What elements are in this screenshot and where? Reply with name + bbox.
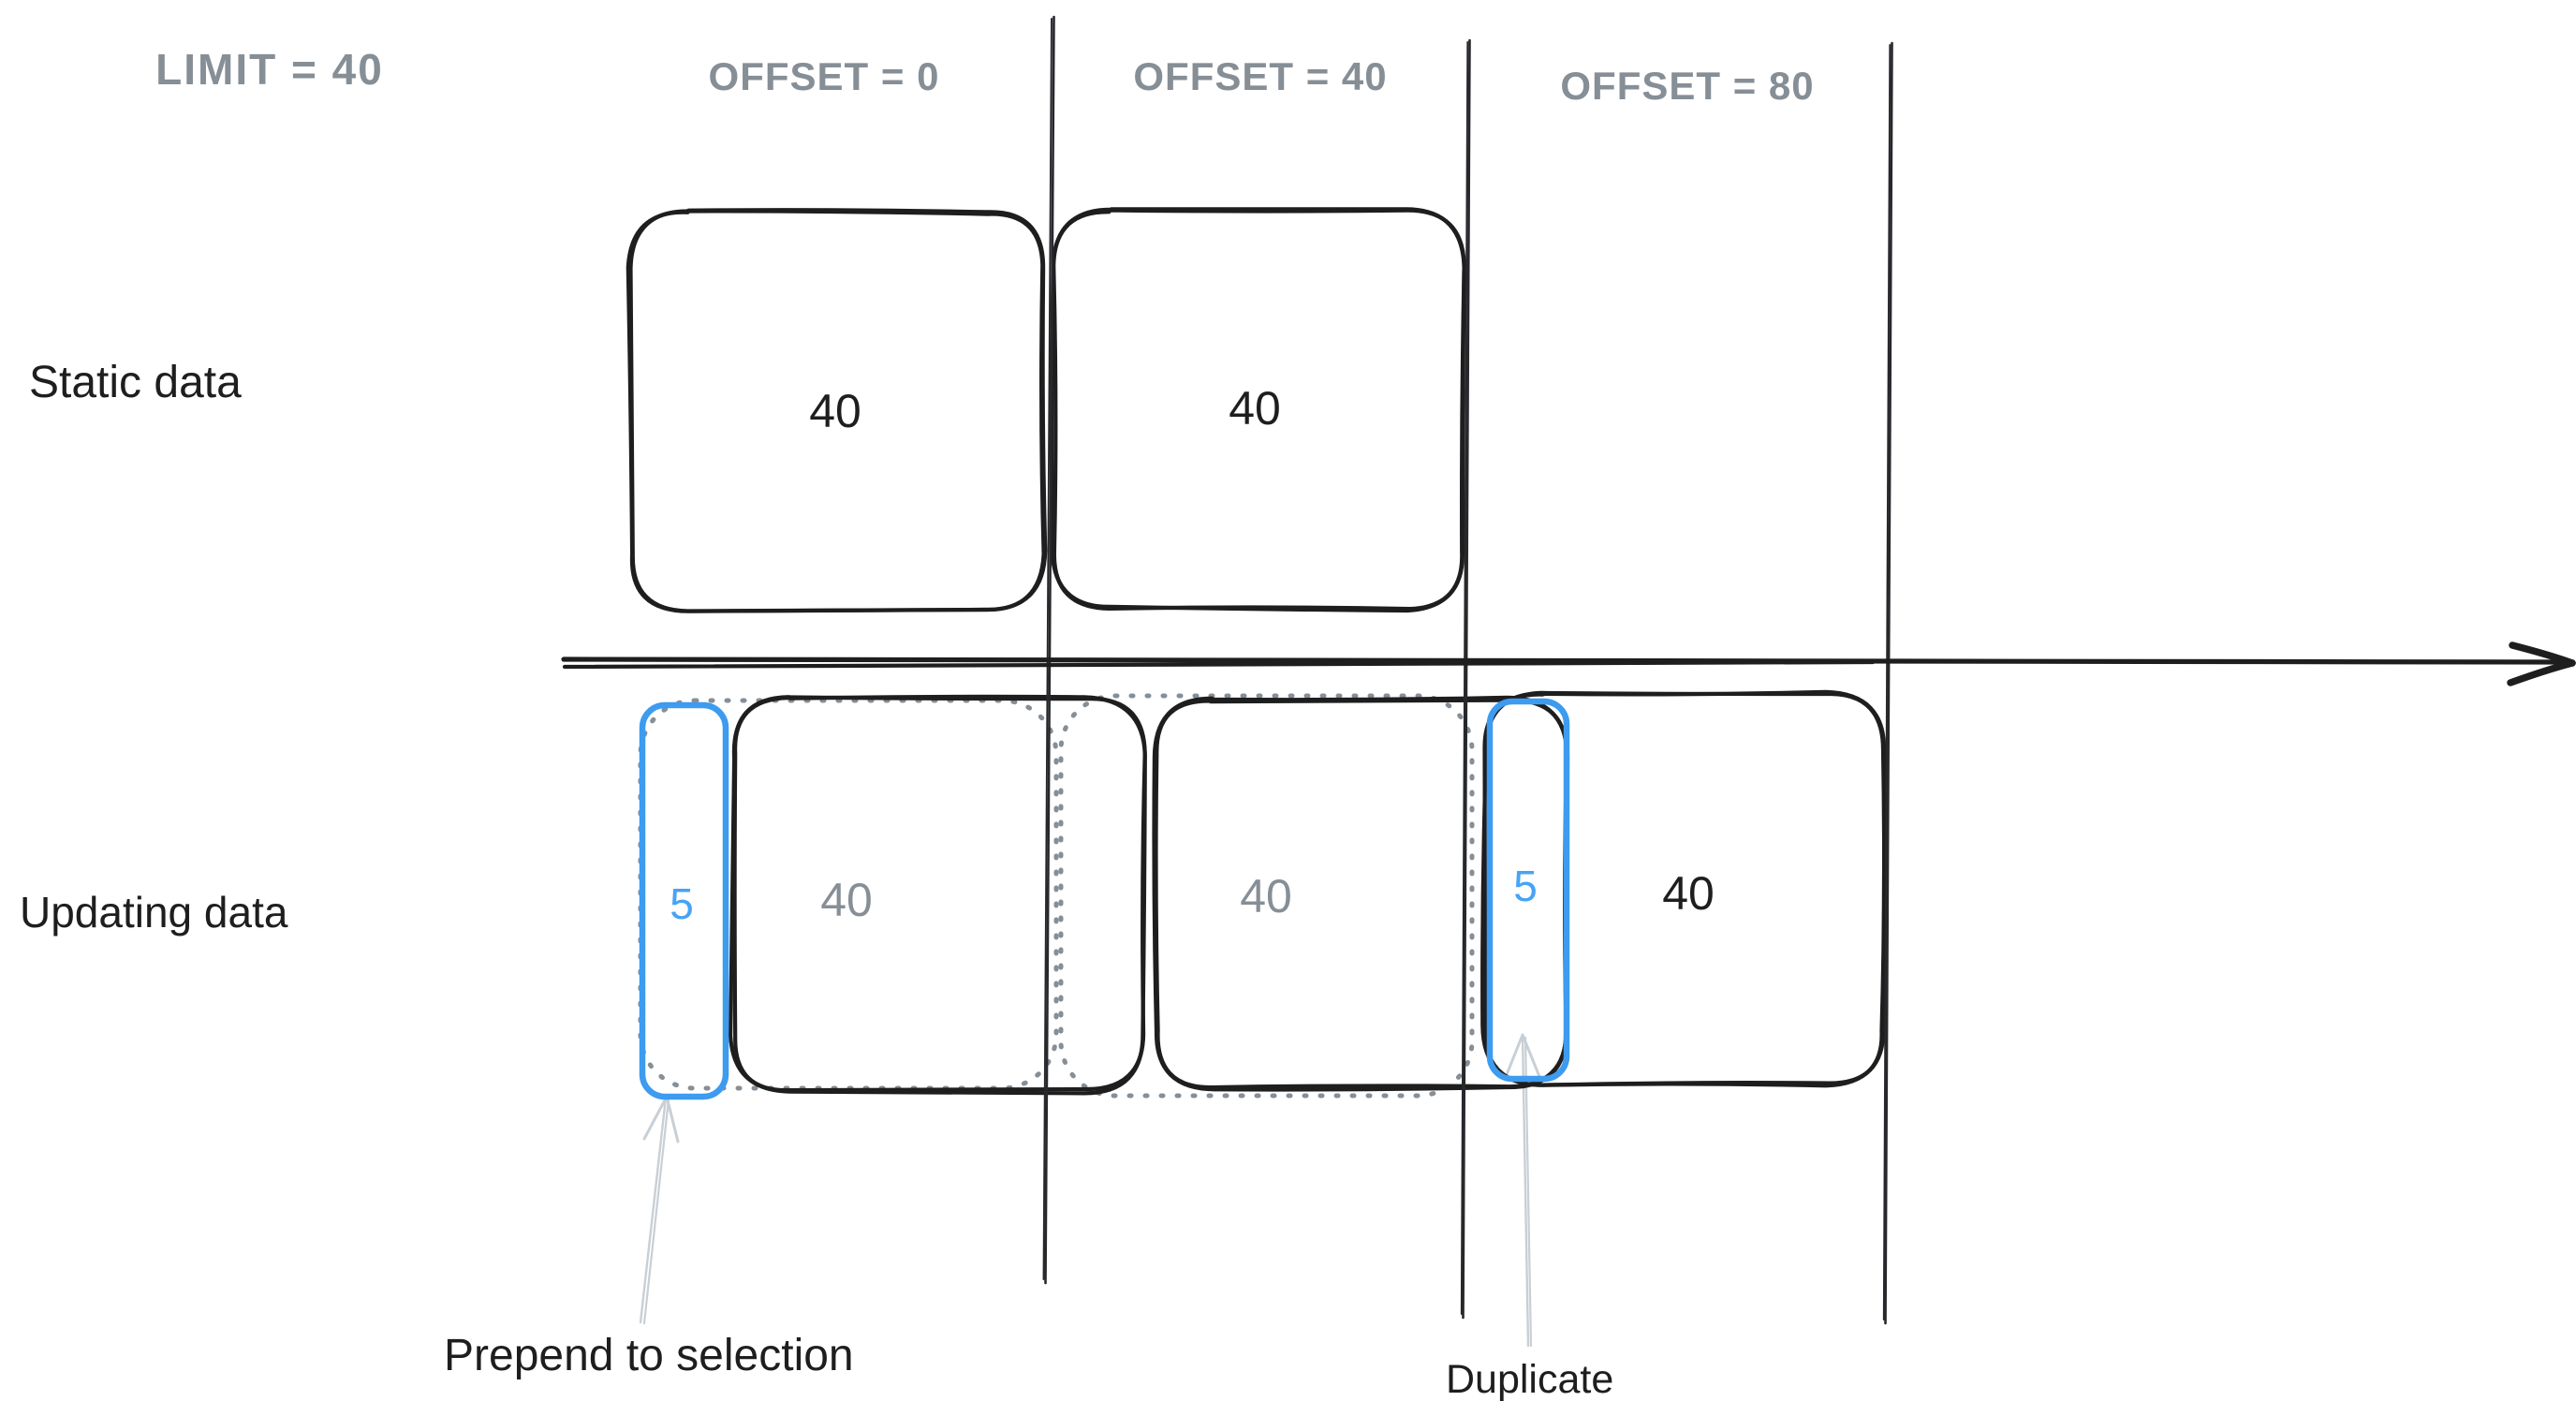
svg-text:OFFSET = 0: OFFSET = 0 — [709, 54, 940, 98]
svg-text:40: 40 — [1662, 867, 1715, 920]
svg-text:Static data: Static data — [29, 358, 242, 407]
svg-text:Prepend to selection: Prepend to selection — [444, 1331, 854, 1380]
svg-text:Duplicate: Duplicate — [1446, 1357, 1613, 1402]
svg-text:OFFSET = 80: OFFSET = 80 — [1560, 64, 1814, 108]
svg-text:5: 5 — [1513, 862, 1538, 910]
svg-text:LIMIT = 40: LIMIT = 40 — [155, 45, 384, 94]
svg-text:40: 40 — [820, 874, 873, 926]
svg-text:40: 40 — [1229, 382, 1281, 435]
svg-text:OFFSET = 40: OFFSET = 40 — [1133, 54, 1387, 98]
svg-text:40: 40 — [1240, 870, 1292, 922]
svg-text:Updating data: Updating data — [20, 888, 288, 937]
svg-text:40: 40 — [809, 385, 861, 437]
svg-text:5: 5 — [670, 879, 694, 928]
